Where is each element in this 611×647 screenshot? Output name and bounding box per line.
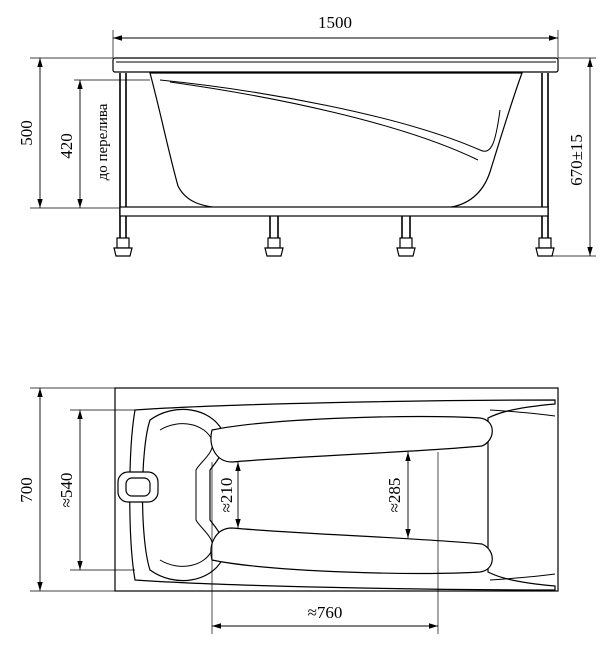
- overflow-note: до перелива: [95, 103, 111, 180]
- side-view: 1500 500 420 до перелива 670±15: [17, 13, 596, 257]
- overflow-drain-icon: [117, 471, 159, 503]
- side-feet: [113, 237, 555, 257]
- dim-total-height: 670±15: [567, 134, 586, 186]
- top-view: 700 ≈540 ≈210 ≈285 ≈760: [17, 387, 559, 634]
- dim-backrest-210: ≈210: [217, 478, 236, 513]
- top-armrest-lower: [210, 527, 493, 575]
- dim-inner-width-540: ≈540: [57, 473, 76, 508]
- dim-overflow-420: 420: [57, 133, 76, 159]
- top-armrest-upper: [210, 415, 493, 463]
- dim-foot-285: ≈285: [385, 478, 404, 513]
- side-rim: [112, 57, 559, 73]
- dim-inner-length-760: ≈760: [308, 603, 343, 622]
- side-tub-body: [149, 72, 523, 209]
- side-backrest: [159, 79, 501, 152]
- dim-height-500: 500: [17, 120, 36, 146]
- dim-width-700: 700: [17, 477, 36, 503]
- dim-length-1500: 1500: [318, 13, 352, 32]
